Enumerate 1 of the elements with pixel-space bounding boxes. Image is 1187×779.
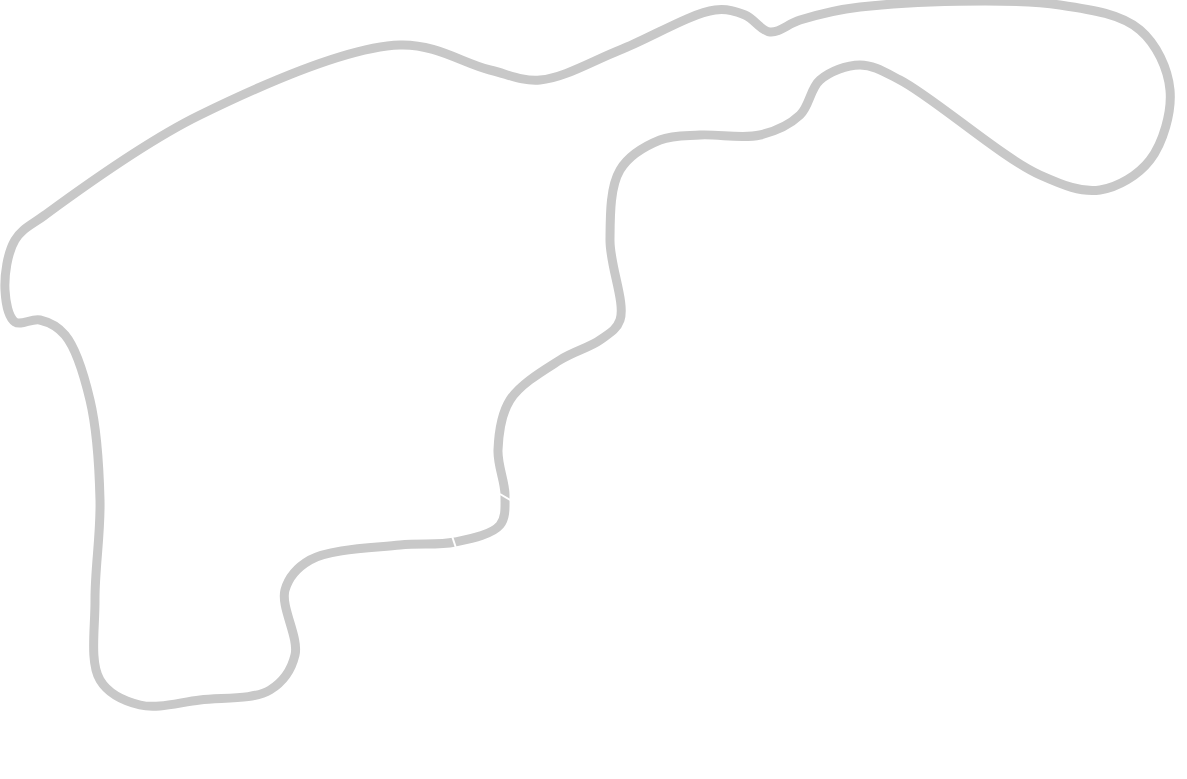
race-track-drawing — [0, 0, 1175, 711]
